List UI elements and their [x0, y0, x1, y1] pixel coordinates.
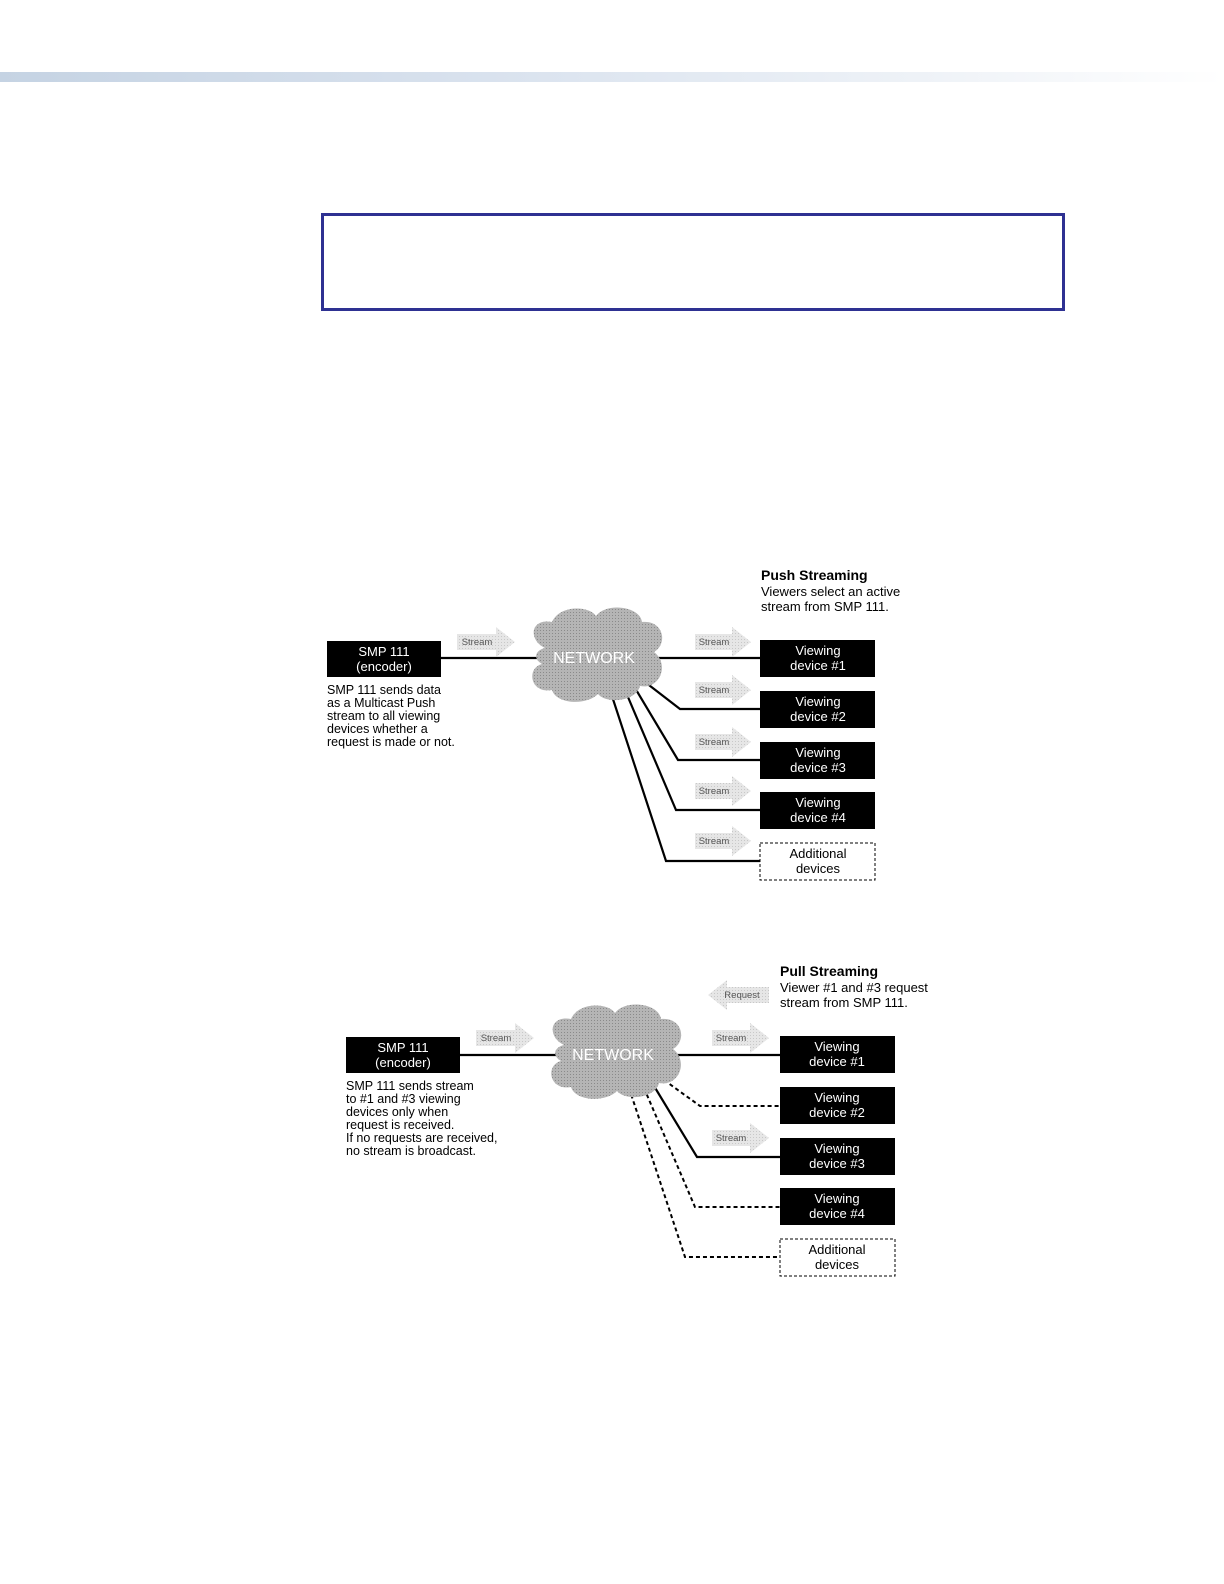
push-stream-arrow-encoder: Stream [457, 627, 515, 657]
header-band [0, 72, 1224, 82]
push-subtitle-line1: Viewers select an active [761, 584, 900, 599]
push-subtitle-line2: stream from SMP 111. [761, 599, 889, 614]
push-device-4-line2: device #4 [790, 810, 846, 825]
pull-device-2-line2: device #2 [809, 1105, 865, 1120]
pull-request-arrow: Request [708, 980, 769, 1010]
push-desc-line5: request is made or not. [327, 735, 455, 749]
push-device-3-box [760, 742, 875, 779]
push-stream-label: Stream [699, 685, 730, 696]
pull-device-4-line1: Viewing [814, 1191, 859, 1206]
pull-desc-line2: to #1 and #3 viewing [346, 1092, 461, 1106]
push-title: Push Streaming [761, 567, 868, 583]
pull-desc-line6: no stream is broadcast. [346, 1144, 476, 1158]
pull-device-1-line1: Viewing [814, 1039, 859, 1054]
pull-streaming-diagram: Pull Streaming Viewer #1 and #3 request … [346, 963, 928, 1277]
push-stream-label: Stream [699, 737, 730, 748]
push-device-2-line2: device #2 [790, 709, 846, 724]
push-device-2-box [760, 691, 875, 728]
pull-desc-line5: If no requests are received, [346, 1131, 497, 1145]
push-encoder-line2: (encoder) [356, 659, 412, 674]
pull-stream-label: Stream [481, 1033, 512, 1044]
pull-stream-arrow-3: Stream [712, 1123, 769, 1153]
pull-additional-line1: Additional [808, 1242, 865, 1257]
push-device-3-line2: device #3 [790, 760, 846, 775]
pull-desc-line1: SMP 111 sends stream [346, 1079, 474, 1093]
pull-subtitle-line2: stream from SMP 111. [780, 995, 908, 1010]
pull-encoder-line1: SMP 111 [377, 1040, 428, 1055]
push-additional-line2: devices [796, 861, 841, 876]
push-stream-arrow-1: Stream [695, 627, 751, 657]
push-device-2-line1: Viewing [795, 694, 840, 709]
pull-network-cloud: NETWORK [551, 1004, 682, 1099]
pull-additional-line2: devices [815, 1257, 860, 1272]
push-stream-arrow-3: Stream [695, 727, 751, 757]
pull-stream-arrow-1: Stream [712, 1023, 769, 1053]
push-device-1-line1: Viewing [795, 643, 840, 658]
push-network-label: NETWORK [553, 650, 635, 667]
push-desc-line4: devices whether a [327, 722, 428, 736]
push-device-3-line1: Viewing [795, 745, 840, 760]
pull-desc-line4: request is received. [346, 1118, 454, 1132]
pull-stream-label: Stream [716, 1033, 747, 1044]
pull-device-2-line1: Viewing [814, 1090, 859, 1105]
push-desc-line1: SMP 111 sends data [327, 683, 441, 697]
pull-stream-label: Stream [716, 1133, 747, 1144]
pull-device-4-line2: device #4 [809, 1206, 865, 1221]
pull-device-1-line2: device #1 [809, 1054, 865, 1069]
push-additional-devices-box [759, 842, 876, 881]
pull-device-3-line1: Viewing [814, 1141, 859, 1156]
pull-device-2-box [780, 1087, 895, 1124]
pull-device-3-box [780, 1138, 895, 1175]
pull-network-label: NETWORK [572, 1047, 654, 1064]
push-stream-label: Stream [699, 836, 730, 847]
pull-desc-line3: devices only when [346, 1105, 448, 1119]
push-desc-line2: as a Multicast Push [327, 696, 435, 710]
push-stream-label: Stream [699, 637, 730, 648]
push-stream-label: Stream [699, 786, 730, 797]
push-stream-arrow-2: Stream [695, 675, 751, 705]
push-streaming-diagram: Push Streaming Viewers select an active … [327, 567, 900, 881]
pull-subtitle-line1: Viewer #1 and #3 request [780, 980, 928, 995]
pull-device-3-line2: device #3 [809, 1156, 865, 1171]
push-stream-label: Stream [462, 637, 493, 648]
pull-additional-devices-box [779, 1238, 896, 1277]
pull-request-label: Request [724, 990, 760, 1001]
push-desc-line3: stream to all viewing [327, 709, 440, 723]
push-stream-arrow-5: Stream [695, 826, 751, 856]
push-device-1-box [760, 640, 875, 677]
push-additional-line1: Additional [789, 846, 846, 861]
pull-title: Pull Streaming [780, 963, 878, 979]
pull-encoder-box [346, 1037, 460, 1073]
pull-device-4-box [780, 1188, 895, 1225]
push-device-1-line2: device #1 [790, 658, 846, 673]
pull-device-1-box [780, 1036, 895, 1073]
push-device-4-line1: Viewing [795, 795, 840, 810]
push-stream-arrow-4: Stream [695, 776, 751, 806]
push-encoder-box [327, 641, 441, 677]
push-network-cloud: NETWORK [532, 607, 663, 702]
push-encoder-line1: SMP 111 [358, 644, 409, 659]
pull-stream-arrow-encoder: Stream [476, 1023, 534, 1053]
pull-encoder-line2: (encoder) [375, 1055, 431, 1070]
note-box [321, 213, 1065, 311]
push-device-4-box [760, 792, 875, 829]
